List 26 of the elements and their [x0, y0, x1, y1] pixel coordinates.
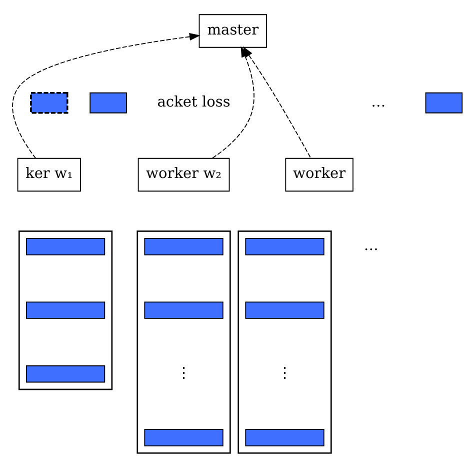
label: ⋮	[176, 364, 192, 381]
node-box: worker	[285, 157, 354, 192]
node-bar	[144, 237, 224, 255]
node-box: master	[198, 14, 268, 48]
label: ⋮	[277, 364, 292, 381]
label: …	[364, 236, 378, 254]
node-bar	[144, 301, 224, 318]
node-bar	[245, 301, 324, 318]
node-bar	[26, 301, 106, 318]
cluster	[136, 230, 231, 454]
arrow	[12, 32, 200, 158]
node-bar	[245, 237, 324, 255]
cluster	[238, 230, 332, 454]
label: acket loss	[157, 92, 230, 110]
label: …	[371, 92, 386, 110]
node-box	[90, 92, 127, 113]
node-bar	[245, 428, 324, 446]
cluster	[18, 230, 113, 390]
node-bar	[144, 428, 224, 446]
node-box	[425, 92, 463, 113]
arrow	[242, 46, 312, 158]
node-bar	[26, 364, 106, 382]
node-bar	[26, 237, 106, 255]
node-box	[30, 91, 68, 114]
node-box: worker w₂	[138, 157, 230, 192]
node-box: ker w₁	[17, 157, 81, 192]
